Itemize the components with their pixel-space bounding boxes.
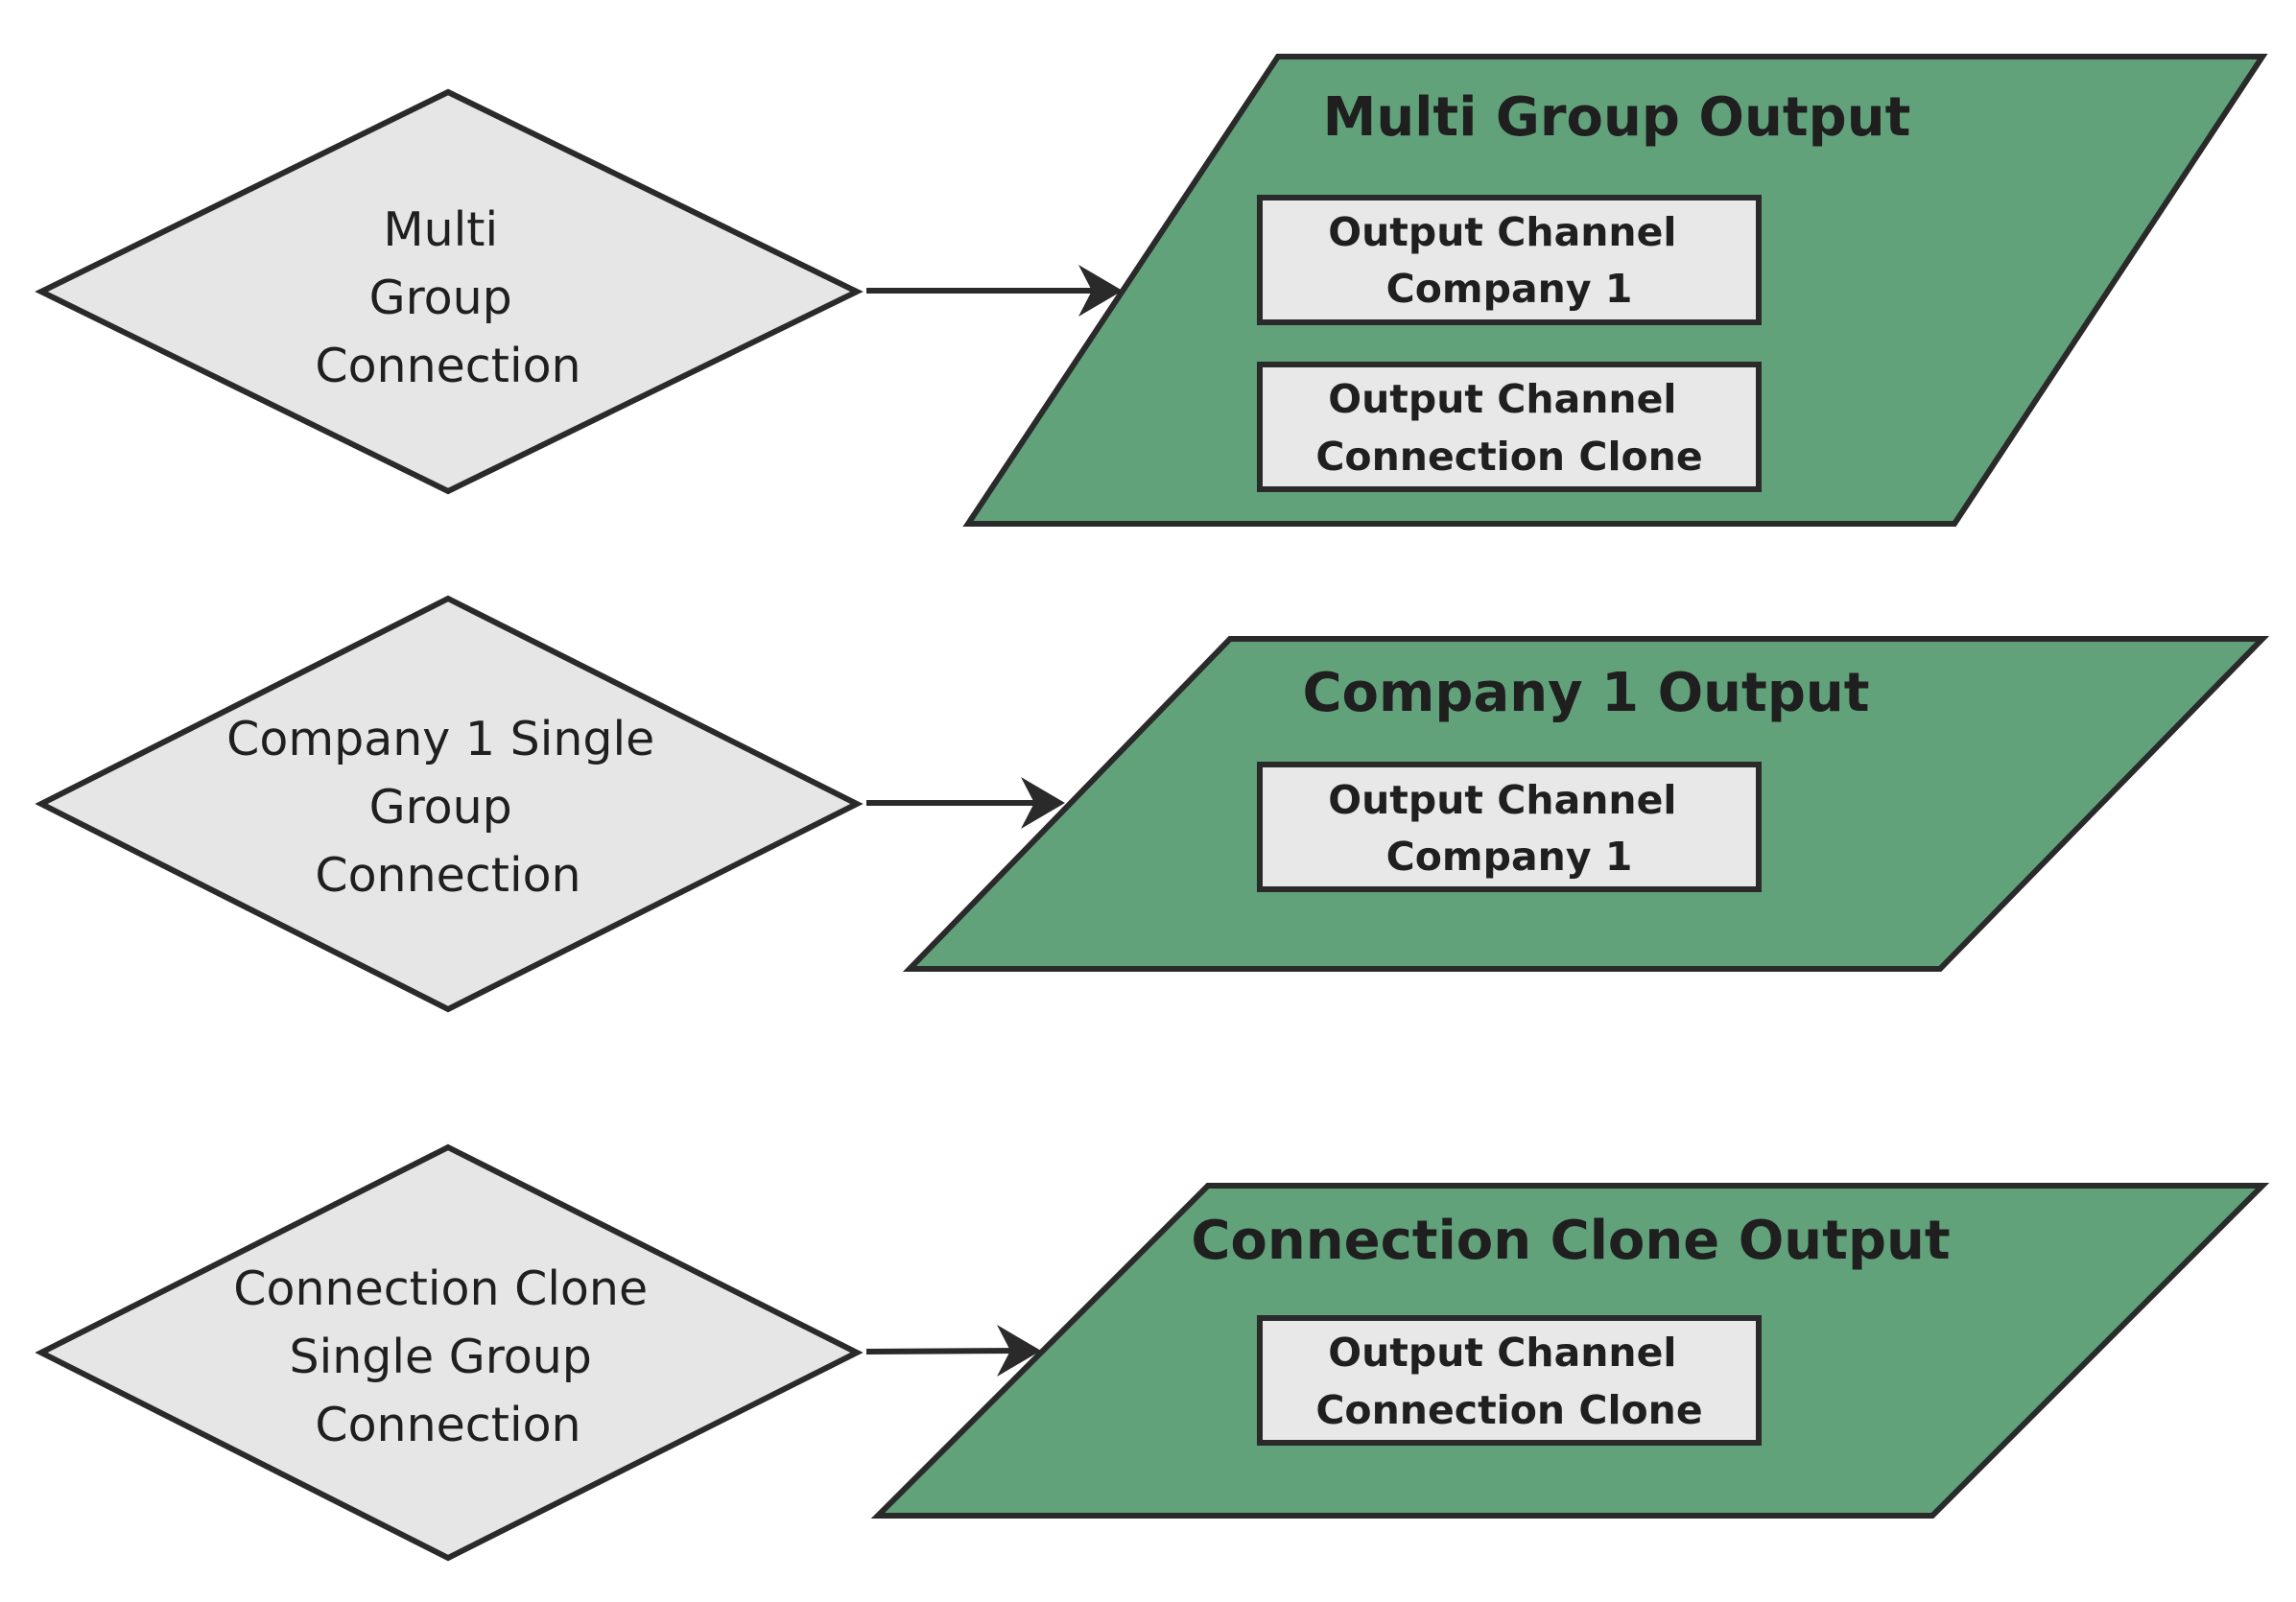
row-multi-group: Multi Group Connection Multi Group Outpu…: [35, 54, 2268, 527]
output-channel-label: Output Channel Connection Clone: [1315, 376, 1702, 480]
output-channel-label: Output Channel Company 1: [1328, 209, 1691, 312]
connection-label: Connection Clone Single Group Connection: [233, 1261, 662, 1452]
output-channel-box[interactable]: Output Channel Connection Clone: [1257, 362, 1762, 492]
connection-decision-diamond[interactable]: [35, 1143, 864, 1562]
row-company-1: Company 1 Single Group Connection Compan…: [35, 595, 2270, 1013]
output-channel-label: Output Channel Company 1: [1328, 777, 1691, 880]
flow-arrow-line: [865, 1348, 1023, 1355]
output-group-title: Company 1 Output: [1302, 662, 1869, 724]
flow-arrow-head: [1021, 777, 1065, 829]
flow-arrow-head: [1078, 265, 1123, 317]
flow-arrow-head: [997, 1325, 1041, 1377]
connection-label: Multi Group Connection: [315, 202, 580, 393]
connection-label: Company 1 Single Group Connection: [226, 712, 670, 903]
output-channel-label: Output Channel Connection Clone: [1315, 1330, 1702, 1433]
output-group-title: Connection Clone Output: [1191, 1210, 1950, 1272]
connection-decision-diamond[interactable]: [35, 595, 864, 1013]
output-channel-box[interactable]: Output Channel Company 1: [1257, 195, 1762, 325]
connection-decision-diamond[interactable]: [35, 88, 864, 495]
output-channel-box[interactable]: Output Channel Company 1: [1257, 762, 1762, 892]
output-group-title: Multi Group Output: [1323, 86, 1911, 149]
row-connection-clone: Connection Clone Single Group Connection…: [35, 1143, 2270, 1562]
output-channel-box[interactable]: Output Channel Connection Clone: [1257, 1315, 1762, 1446]
